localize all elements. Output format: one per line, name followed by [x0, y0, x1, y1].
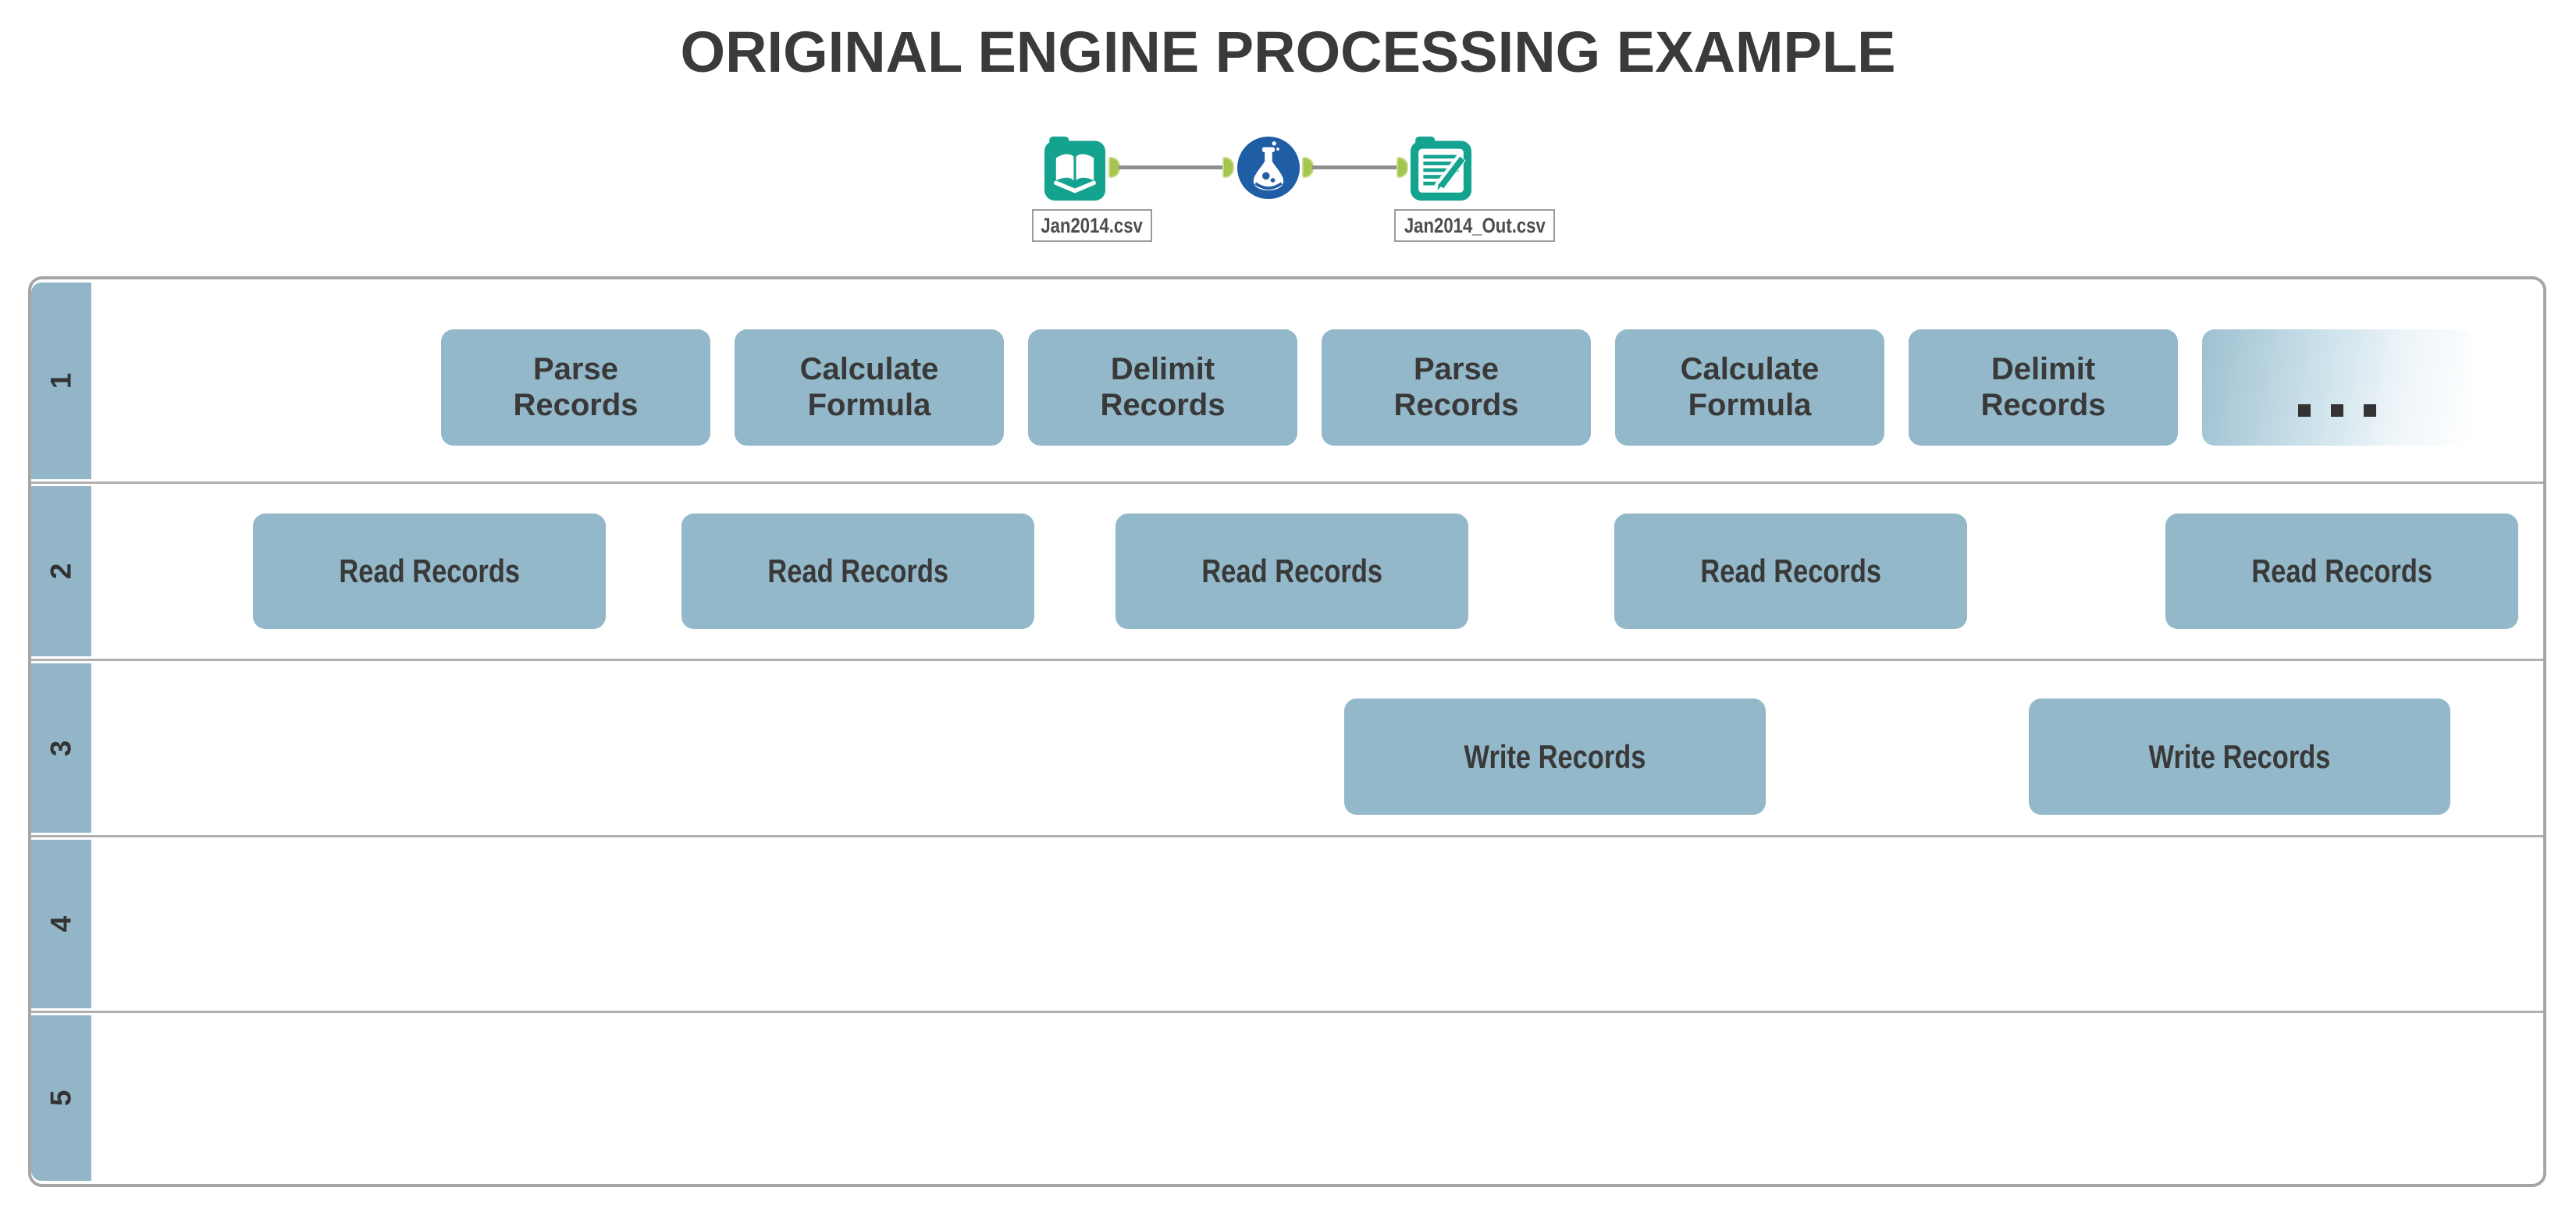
process-step-box: Read Records — [1115, 514, 1468, 629]
process-step-label: Formula — [807, 387, 931, 422]
process-step-box: Write Records — [1344, 698, 1766, 815]
file-label: Jan2014_Out.csv — [1394, 209, 1555, 242]
connection-anchor-icon — [1397, 157, 1408, 178]
connection-line — [1119, 165, 1228, 169]
process-step-box: Read Records — [681, 514, 1034, 629]
process-step-box: Delimit Records — [1028, 329, 1297, 446]
process-step-label: Records — [1980, 387, 2106, 422]
process-step-label: Write Records — [1464, 738, 1646, 775]
process-step-box: Calculate Formula — [1615, 329, 1884, 446]
input-data-tool-icon — [1044, 137, 1105, 201]
process-step-label: Read Records — [767, 553, 948, 590]
process-step-box: Read Records — [253, 514, 606, 629]
lane-number-label: 1 — [31, 283, 91, 479]
ellipsis-dot — [2297, 404, 2311, 417]
process-step-box: Read Records — [1614, 514, 1967, 629]
lane-number-label: 3 — [31, 663, 91, 833]
process-step-label: Read Records — [2251, 553, 2432, 590]
lane-number: 5 — [44, 1089, 77, 1107]
process-step-box: Parse Records — [1322, 329, 1591, 446]
ellipsis-dot — [2363, 404, 2376, 417]
process-step-box: Parse Records — [441, 329, 710, 446]
lane-number: 3 — [44, 740, 77, 756]
output-file-name: Jan2014_Out.csv — [1404, 213, 1546, 237]
ellipsis-icon — [2202, 404, 2471, 417]
lane-row-1: 1 Parse Records Calculate Formula Delimi… — [31, 279, 2543, 482]
lane-number: 1 — [44, 372, 77, 389]
lane-row-5: 5 — [31, 1011, 2543, 1184]
lane-number-label: 2 — [31, 486, 91, 656]
lane-row-3: 3 Write Records Write Records — [31, 659, 2543, 835]
lane-number-label: 4 — [31, 840, 91, 1008]
process-step-label: Delimit — [1991, 352, 2096, 387]
file-label: Jan2014.csv — [1032, 209, 1152, 242]
ellipsis-dot — [2330, 404, 2343, 417]
page-title: ORIGINAL ENGINE PROCESSING EXAMPLE — [680, 20, 1896, 84]
output-data-tool-icon — [1411, 137, 1471, 201]
process-step-label: Calculate — [1680, 352, 1820, 387]
lane-row-4: 4 — [31, 835, 2543, 1011]
process-step-label: Read Records — [1201, 553, 1382, 590]
ellipsis-box — [2202, 329, 2471, 446]
process-step-label: Calculate — [799, 352, 939, 387]
process-step-label: Parse — [1414, 352, 1499, 387]
process-step-label: Records — [1393, 387, 1519, 422]
connection-line — [1312, 165, 1400, 169]
process-step-label: Delimit — [1110, 352, 1215, 387]
process-step-label: Formula — [1688, 387, 1812, 422]
connection-anchor-icon — [1222, 157, 1234, 178]
lane-row-2: 2 Read Records Read Records Read Records… — [31, 482, 2543, 659]
input-file-name: Jan2014.csv — [1041, 213, 1144, 237]
lane-number: 4 — [44, 915, 77, 933]
process-step-label: Read Records — [339, 553, 520, 590]
formula-tool-icon — [1237, 137, 1300, 199]
process-step-label: Parse — [533, 352, 618, 387]
process-step-label: Records — [513, 387, 639, 422]
lane-number: 2 — [44, 563, 77, 580]
process-step-label: Read Records — [1700, 553, 1881, 590]
process-step-box: Read Records — [2165, 514, 2518, 629]
lane-number-label: 5 — [31, 1015, 91, 1181]
swimlane-container: 1 Parse Records Calculate Formula Delimi… — [28, 276, 2546, 1187]
process-step-label: Records — [1100, 387, 1226, 422]
process-step-box: Delimit Records — [1909, 329, 2178, 446]
process-step-box: Calculate Formula — [735, 329, 1004, 446]
process-step-box: Write Records — [2029, 698, 2450, 815]
process-step-label: Write Records — [2148, 738, 2331, 775]
